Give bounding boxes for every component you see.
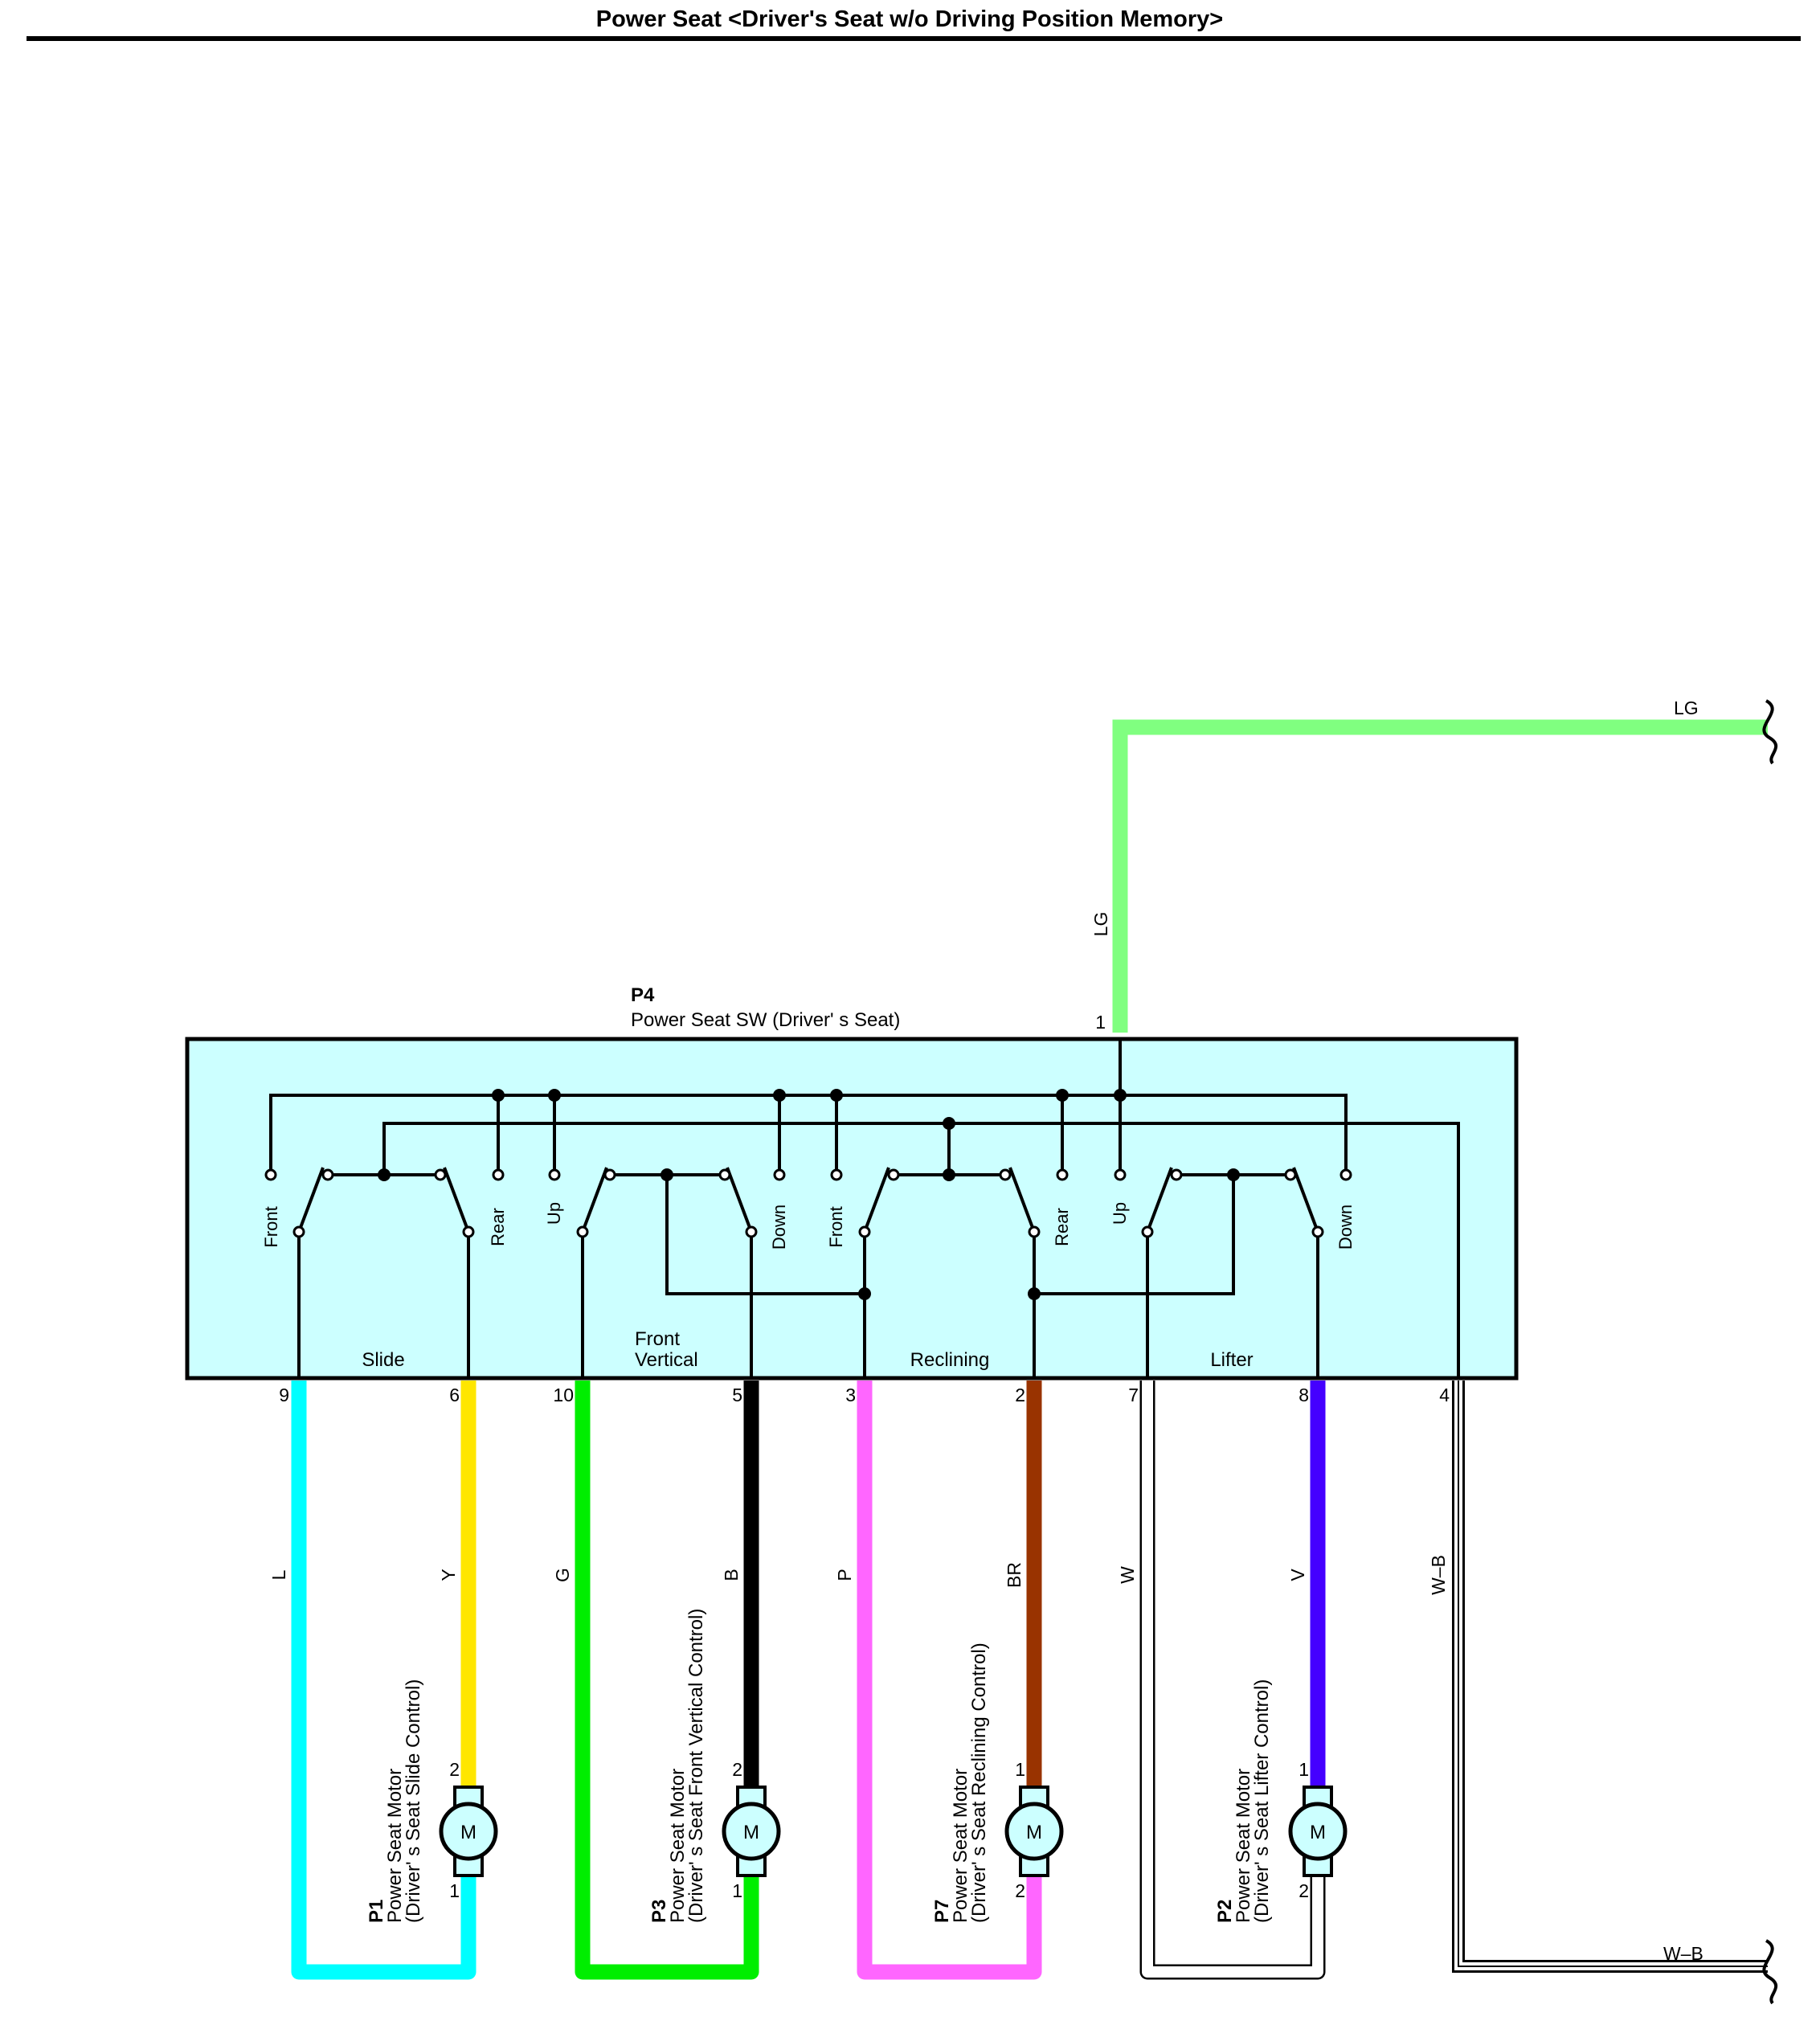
motor-p2-top-pin: 1 [1299, 1759, 1309, 1780]
motor-p2: M [1288, 1786, 1348, 1877]
switch-name: Power Seat SW (Driver' s Seat) [631, 1009, 900, 1031]
wire-loop-reclining [857, 1381, 1042, 1980]
diagram-title: Power Seat <Driver's Seat w/o Driving Po… [596, 6, 1223, 32]
motor-p3-bottom-pin: 1 [732, 1880, 742, 1901]
motor-p3-top-pin: 2 [732, 1759, 742, 1780]
switch-pin-4: 4 [1439, 1385, 1450, 1405]
wire-label-b: B [721, 1569, 742, 1581]
wire-label-wb-bottom: W–B [1663, 1943, 1703, 1964]
motor-p2-bottom-pin: 2 [1299, 1880, 1309, 1901]
motor-p1-top-pin: 2 [449, 1759, 460, 1780]
motor-p7-line2: (Driver' s Seat Reclining Control) [968, 1642, 990, 1923]
position-label-up-vertical: Up [544, 1202, 564, 1225]
position-label-up-lifter: Up [1110, 1202, 1130, 1225]
wire-label-lg-vertical: LG [1090, 912, 1111, 937]
wire-label-g: G [552, 1568, 573, 1582]
switch-contacts [264, 1168, 1352, 1238]
position-label-rear-slide: Rear [488, 1208, 508, 1246]
title-rule [27, 36, 1801, 41]
switch-pin-7: 7 [1128, 1385, 1139, 1405]
position-label-down-vertical: Down [769, 1205, 789, 1250]
wire-ground-wb [1452, 1381, 1768, 1973]
motor-symbol-p2: M [1310, 1822, 1326, 1843]
motor-p3-code: P3 [648, 1900, 670, 1923]
wire-label-y: Y [438, 1569, 459, 1581]
switch-pin-9: 9 [279, 1385, 289, 1405]
motor-p1: M [439, 1786, 498, 1877]
switch-code: P4 [631, 984, 655, 1006]
switch-pin-1: 1 [1095, 1012, 1106, 1033]
wire-label-w: W [1117, 1566, 1138, 1584]
switch-pin-6: 6 [449, 1385, 460, 1405]
wire-break-lg [1762, 699, 1777, 765]
section-label-reclining: Reclining [910, 1349, 990, 1371]
motor-p3-line2: (Driver' s Seat Front Vertical Control) [685, 1609, 707, 1923]
position-label-front-reclining: Front [826, 1206, 846, 1247]
wire-loop-lifter [1139, 1381, 1326, 1980]
motor-p1-bottom-pin: 1 [449, 1880, 460, 1901]
wire-break-wb [1762, 1939, 1777, 2005]
position-label-down-lifter: Down [1335, 1205, 1356, 1250]
wire-label-br: BR [1004, 1562, 1025, 1588]
motor-symbol-p1: M [460, 1822, 476, 1843]
motor-p2-code: P2 [1214, 1900, 1236, 1923]
motor-p7-line1: Power Seat Motor [950, 1769, 971, 1923]
wire-label-lg-top: LG [1674, 697, 1699, 718]
switch-pin-10: 10 [553, 1385, 574, 1405]
section-label-slide: Slide [362, 1349, 404, 1371]
wire-label-l: L [268, 1569, 289, 1580]
wire-lg [1112, 719, 1768, 1033]
motor-p7-code: P7 [931, 1900, 953, 1923]
motor-p2-line1: Power Seat Motor [1233, 1769, 1254, 1923]
position-label-rear-reclining: Rear [1052, 1208, 1072, 1246]
wire-loop-front-vertical [575, 1381, 759, 1980]
motor-p1-line2: (Driver' s Seat Slide Control) [403, 1679, 424, 1923]
motor-p7-top-pin: 1 [1015, 1759, 1025, 1780]
motor-p7-bottom-pin: 2 [1015, 1880, 1025, 1901]
motor-p1-code: P1 [366, 1900, 387, 1923]
motor-p3: M [722, 1786, 781, 1877]
switch-pin-8: 8 [1299, 1385, 1309, 1405]
section-label-lifter: Lifter [1210, 1349, 1253, 1371]
wire-label-wb-vertical: W–B [1428, 1555, 1449, 1595]
section-label-front-vertical-1: Front [635, 1328, 680, 1350]
position-label-front-slide: Front [261, 1206, 281, 1247]
motor-p3-line1: Power Seat Motor [667, 1769, 689, 1923]
wire-loop-slide [291, 1381, 476, 1980]
switch-pin-5: 5 [732, 1385, 742, 1405]
motor-symbol-p7: M [1026, 1822, 1042, 1843]
wire-label-p: P [834, 1569, 855, 1581]
motor-p7: M [1004, 1786, 1064, 1877]
section-label-front-vertical-2: Vertical [635, 1349, 698, 1371]
motor-p2-line2: (Driver' s Seat Lifter Control) [1251, 1679, 1273, 1923]
wire-label-v: V [1287, 1569, 1308, 1581]
switch-pin-3: 3 [845, 1385, 856, 1405]
switch-pin-2: 2 [1015, 1385, 1025, 1405]
motor-p1-line1: Power Seat Motor [384, 1769, 406, 1923]
junction-dots [378, 1089, 1240, 1300]
motor-symbol-p3: M [743, 1822, 759, 1843]
